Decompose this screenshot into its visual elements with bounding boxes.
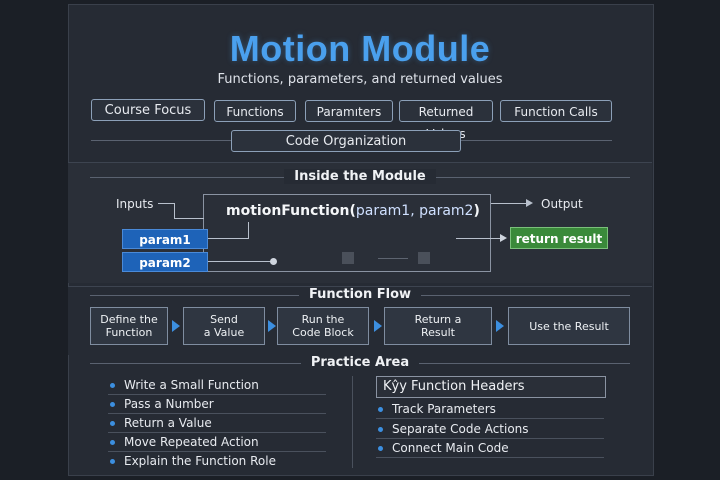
function-signature: motionFunction(param1, param2) (226, 203, 480, 219)
practice-item: Return a Value (110, 416, 212, 430)
topic-code-organization[interactable]: Code Organization (231, 130, 461, 152)
inside-title: Inside the Module (0, 169, 720, 184)
flow-step-use: Use the Result (508, 307, 630, 345)
block-icon-a (342, 252, 354, 264)
param1-line-v (248, 222, 249, 239)
practice-column-divider (352, 376, 353, 468)
divider-right (460, 140, 612, 141)
practice-item: Move Repeated Action (110, 435, 259, 449)
topic-function-calls[interactable]: Function Calls (500, 100, 612, 122)
param1-box: param1 (122, 229, 208, 249)
inputs-label: Inputs (116, 197, 154, 211)
key-function-headers: Kŷy Function Headers (376, 376, 606, 398)
practice-right-divider (376, 438, 604, 439)
practice-item: Explain the Function Role (110, 454, 276, 468)
flow-arrow-1 (172, 320, 180, 332)
practice-right-divider (376, 457, 604, 458)
inputs-connector (158, 203, 174, 204)
page-subtitle: Functions, parameters, and returned valu… (217, 72, 503, 87)
practice-divider (108, 451, 326, 452)
param2-node (270, 258, 277, 265)
flow-arrow-3 (374, 320, 382, 332)
practice-right-item: Connect Main Code (378, 441, 509, 455)
param2-box: param2 (122, 252, 208, 272)
flow-title: Function Flow (0, 287, 720, 302)
return-result-box: return result (510, 227, 608, 249)
block-connector (378, 258, 408, 259)
topic-course-focus[interactable]: Course Focus (91, 99, 205, 121)
practice-right-item: Track Parameters (378, 402, 496, 416)
divider-left (91, 140, 231, 141)
topic-parameters[interactable]: Paramıters (305, 100, 393, 122)
practice-divider (108, 413, 326, 414)
result-arrow (500, 234, 507, 242)
param2-line (208, 261, 274, 262)
practice-right-divider (376, 418, 604, 419)
inputs-connector-h (174, 218, 204, 219)
practice-divider (108, 432, 326, 433)
output-connector (491, 203, 527, 204)
output-label: Output (541, 197, 583, 211)
param1-line (208, 238, 248, 239)
practice-item: Pass a Number (110, 397, 214, 411)
block-icon-b (418, 252, 430, 264)
topic-functions[interactable]: Functions (214, 100, 296, 122)
topic-returned-values[interactable]: Returned Values (399, 100, 493, 141)
practice-title: Practice Area (0, 355, 720, 370)
result-line (456, 238, 502, 239)
practice-divider (108, 394, 326, 395)
output-arrow (526, 199, 533, 207)
page-title: Motion Module (229, 28, 491, 69)
flow-arrow-2 (268, 320, 276, 332)
practice-right-item: Separate Code Actions (378, 422, 529, 436)
inputs-connector-v (174, 203, 175, 219)
practice-item: Write a Small Function (110, 378, 259, 392)
flow-arrow-4 (496, 320, 504, 332)
